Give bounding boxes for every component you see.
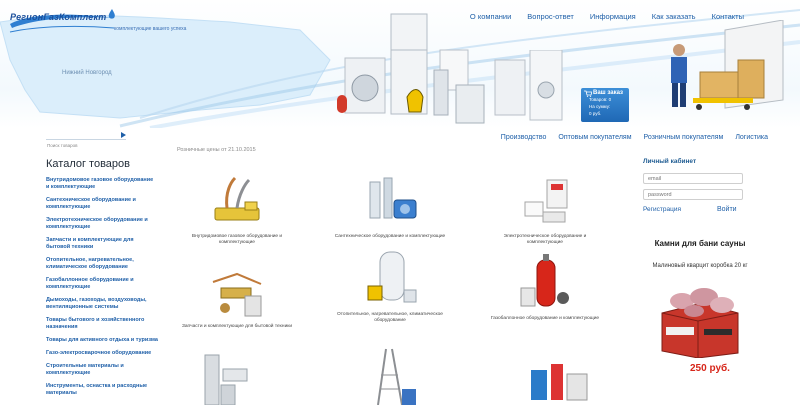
catalog-item-building-materials[interactable]: Строительные материалы и комплектующие (46, 363, 124, 376)
appliances-illustration (494, 50, 563, 121)
secondary-navigation: Производство Оптовым покупателям Розничн… (489, 134, 768, 141)
product-label: Газобаллонное оборудование и комплектующ… (490, 316, 600, 321)
product-label: Запчасти и комплектующие для бытовой тех… (181, 324, 293, 329)
nav-contacts[interactable]: Контакты (711, 12, 744, 21)
logo-tagline: комплектующие вашего успеха (114, 26, 187, 32)
nav-faq[interactable]: Вопрос-ответ (527, 12, 574, 21)
cart-sum-label: На сумму: (589, 104, 611, 109)
top-navigation: О компании Вопрос-ответ Информация Как з… (454, 12, 744, 21)
catalog-list: Внутридомовое газовое оборудование и ком… (46, 177, 158, 403)
washing-machine-illustration (337, 57, 386, 114)
product-label: Отопительное, нагревательное, климатичес… (337, 312, 443, 323)
sauna-stones-box-image[interactable] (652, 283, 744, 358)
product-tile[interactable]: Газобаллонное оборудование и комплектующ… (485, 254, 605, 322)
refrigerator-illustration (390, 13, 428, 115)
outdoor-goods-image (531, 364, 588, 401)
subnav-production[interactable]: Производство (500, 134, 547, 141)
cart-title: Ваш заказ (593, 90, 623, 96)
catalog-item-tools[interactable]: Инструменты, оснастка и расходные матери… (46, 383, 148, 396)
cart-items: Товаров: 0 (589, 97, 612, 102)
promo-subtitle: Малиновый кварцит коробка 20 кг (652, 263, 748, 269)
password-field[interactable] (643, 189, 743, 200)
cart-widget[interactable]: Ваш заказ Товаров: 0 На сумму: 0 руб. (581, 88, 629, 122)
promo-title: Камни для бани сауны (654, 239, 746, 248)
subnav-logistics[interactable]: Логистика (735, 134, 768, 141)
map-city-label: Нижний Новгород (62, 70, 112, 76)
site-header: РегионГазКомплект комплектующие вашего у… (0, 0, 800, 128)
product-tile[interactable]: Электротехническое оборудование и компле… (485, 172, 605, 246)
promo-price: 250 руб. (690, 363, 730, 374)
gas-cylinder-image (520, 254, 569, 307)
nav-how-to-order[interactable]: Как заказать (651, 12, 696, 21)
gas-equipment-image (214, 176, 260, 221)
catalog-item-plumbing[interactable]: Сантехническое оборудование и комплектую… (46, 197, 136, 210)
login-button[interactable]: Войти (717, 206, 737, 213)
product-tile[interactable]: Сантехническое оборудование и комплектую… (330, 172, 450, 240)
electrical-image (524, 179, 568, 223)
search-input[interactable] (46, 137, 116, 147)
product-tile[interactable]: Запчасти и комплектующие для бытовой тех… (177, 262, 297, 330)
logo-name: РегионГазКомплект (10, 12, 107, 22)
catalog-item-heating[interactable]: Отопительное, нагревательное, климатичес… (46, 257, 134, 270)
product-tile[interactable]: Внутридомовое газовое оборудование и ком… (177, 172, 297, 246)
boiler-illustration (433, 49, 485, 124)
heating-image (367, 251, 417, 303)
product-label: Внутридомовое газовое оборудование и ком… (191, 234, 283, 245)
catalog-item-household[interactable]: Товары бытового и хозяйственного назначе… (46, 317, 145, 330)
nav-about[interactable]: О компании (469, 12, 512, 21)
catalog-item-electrical[interactable]: Электротехническое оборудование и компле… (46, 217, 148, 230)
catalog-item-gas-cylinders[interactable]: Газобаллонное оборудование и комплектующ… (46, 277, 134, 290)
catalog-item-outdoor[interactable]: Товары для активного отдыха и туризма (46, 337, 158, 343)
logo[interactable] (8, 8, 118, 38)
cart-sum-value: 0 руб. (589, 111, 602, 116)
appliance-parts-image (212, 272, 262, 317)
register-link[interactable]: Регистрация (643, 206, 681, 213)
product-tile[interactable]: Отопительное, нагревательное, климатичес… (330, 250, 450, 324)
household-goods-image (377, 348, 416, 405)
product-label: Сантехническое оборудование и комплектую… (334, 234, 446, 239)
plumbing-image (369, 177, 417, 219)
chimney-pipes-image (204, 354, 248, 405)
delivery-illustration (671, 20, 784, 110)
cart-icon (584, 90, 592, 97)
catalog-item-gas-equipment[interactable]: Внутридомовое газовое оборудование и ком… (46, 177, 154, 190)
search-arrow-icon[interactable] (121, 132, 126, 138)
product-label: Электротехническое оборудование и компле… (503, 234, 587, 245)
catalog-item-appliance-parts[interactable]: Запчасти и комплектующие для бытовой тех… (46, 237, 134, 250)
catalog-title: Каталог товаров (46, 158, 130, 170)
account-title: Личный кабинет (643, 158, 697, 165)
email-field[interactable] (643, 173, 743, 184)
flame-drop-icon (108, 9, 115, 19)
nav-info[interactable]: Информация (589, 12, 636, 21)
catalog-item-chimneys[interactable]: Дымоходы, газоходы, воздуховоды, вентиля… (46, 297, 147, 310)
search-hint: Поиск товаров (47, 143, 78, 148)
prices-note: Розничные цены от 21.10.2015 (177, 147, 256, 153)
search-box (46, 130, 126, 147)
subnav-wholesale[interactable]: Оптовым покупателям (558, 134, 632, 141)
catalog-item-welding[interactable]: Газо-электросварочное оборудование (46, 350, 152, 356)
subnav-retail[interactable]: Розничным покупателям (643, 134, 724, 141)
